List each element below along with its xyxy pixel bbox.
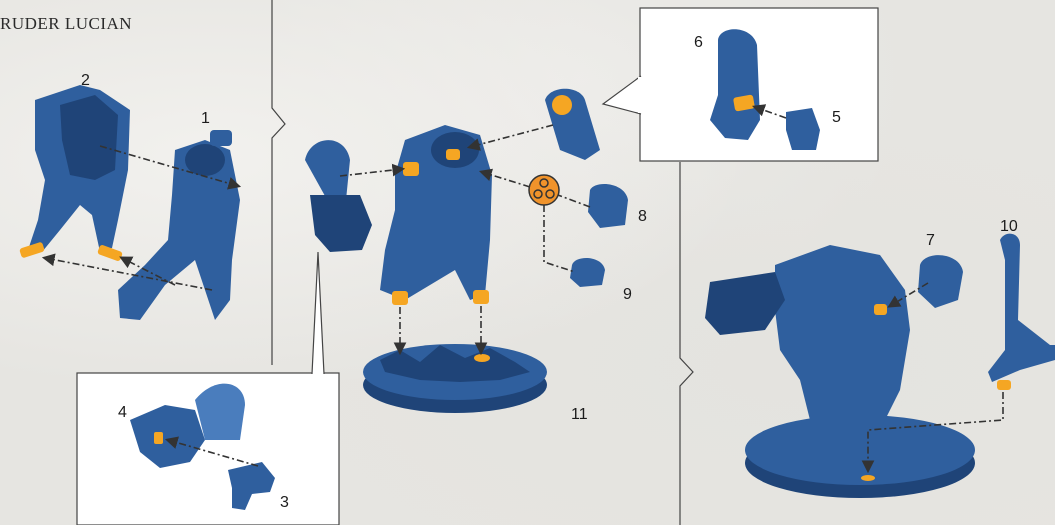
step-label-4: 4 [118,405,127,421]
part-1-legs-front [118,130,240,320]
step-label-2: 2 [81,73,90,89]
inset-panel-arm [603,8,878,161]
step-label-5: 5 [832,110,841,126]
part-8-head [588,184,628,228]
part-7-head [918,255,963,308]
step-label-8: 8 [638,209,647,225]
part-10-banner-pole [988,234,1055,390]
part-right-arm [545,89,600,160]
choice-icon [529,175,559,205]
part-11-base [363,344,547,413]
part-torso-assembled [380,125,492,305]
step-label-1: 1 [201,111,210,127]
panel-divider-right [680,162,693,525]
unit-title: RUDER LUCIAN [0,14,132,34]
step-label-10: 10 [1000,219,1018,235]
step-label-9: 9 [623,287,632,303]
step-label-7: 7 [926,233,935,249]
step-label-3: 3 [280,495,289,511]
panel-divider-left [272,0,285,365]
part-9-head [570,258,605,287]
part-left-arm [305,140,372,252]
step-label-6: 6 [694,35,703,51]
part-2-legs-rear [19,85,130,262]
step-label-11: 11 [571,407,588,423]
